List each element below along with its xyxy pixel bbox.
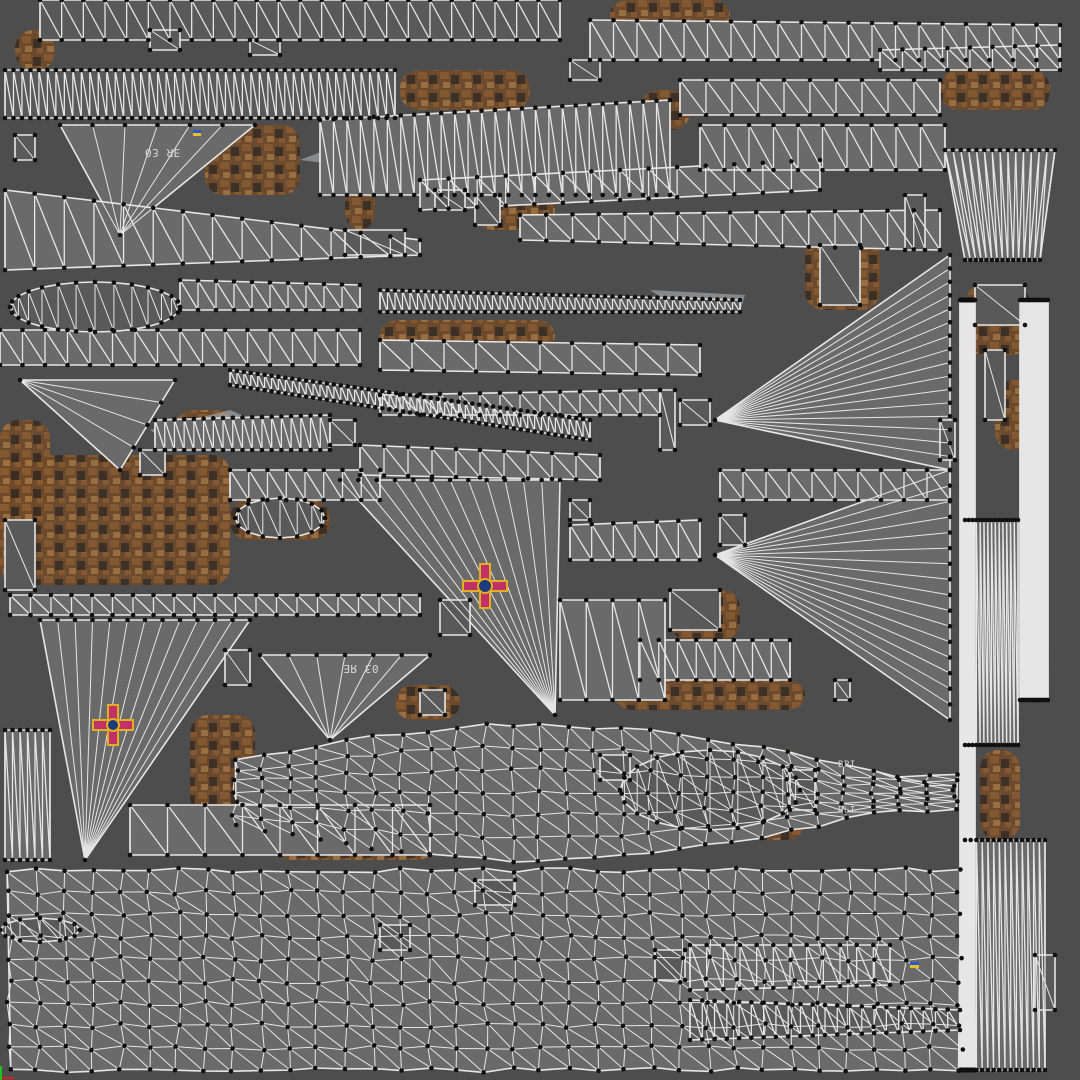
emblem-cross-icon [462, 563, 508, 609]
camo-patch [0, 455, 230, 585]
uv-edges [0, 0, 1061, 1073]
flag-icon [910, 962, 919, 968]
uv-vertices [0, 0, 1063, 1075]
camo-patch [980, 750, 1020, 840]
flag-icon [193, 130, 201, 136]
origin-axis-icon [0, 1066, 14, 1080]
camo-patch [400, 70, 530, 110]
emblem-cross-icon [92, 704, 134, 746]
camo-patch [345, 185, 375, 230]
camo-patch [940, 70, 1050, 110]
